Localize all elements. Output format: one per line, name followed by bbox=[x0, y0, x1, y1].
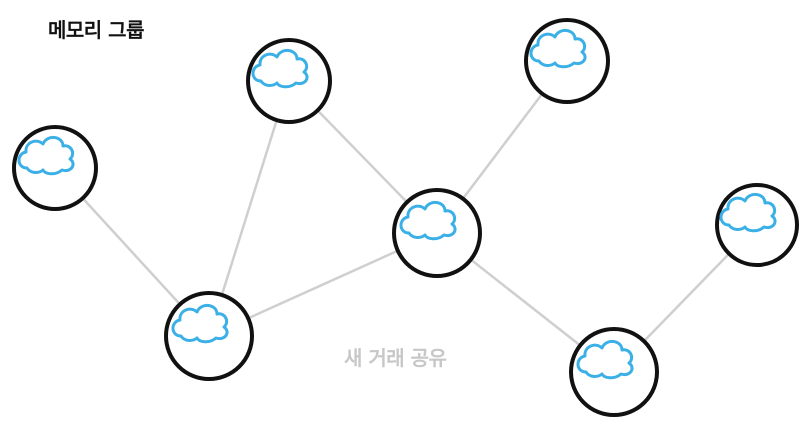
node-circle bbox=[715, 183, 799, 267]
network-node bbox=[569, 327, 659, 417]
network-node bbox=[12, 125, 98, 211]
cloud-icon bbox=[576, 340, 634, 380]
cloud-icon bbox=[719, 193, 777, 233]
cloud-icon bbox=[399, 201, 457, 241]
nodes-layer bbox=[12, 18, 799, 417]
network-node bbox=[392, 188, 482, 278]
cloud-icon bbox=[17, 136, 75, 176]
cloud-icon bbox=[251, 49, 309, 89]
network-node bbox=[715, 183, 799, 267]
cloud-icon bbox=[171, 304, 229, 344]
cloud-icon bbox=[529, 29, 587, 69]
node-circle bbox=[164, 291, 254, 381]
node-circle bbox=[392, 188, 482, 278]
node-circle bbox=[246, 38, 332, 124]
network-node bbox=[246, 38, 332, 124]
network-node bbox=[164, 291, 254, 381]
caption-label: 새 거래 공유 bbox=[344, 346, 447, 370]
node-circle bbox=[569, 327, 659, 417]
diagram-title: 메모리 그룹 bbox=[48, 18, 144, 42]
node-circle bbox=[524, 18, 610, 104]
node-circle bbox=[12, 125, 98, 211]
network-node bbox=[524, 18, 610, 104]
